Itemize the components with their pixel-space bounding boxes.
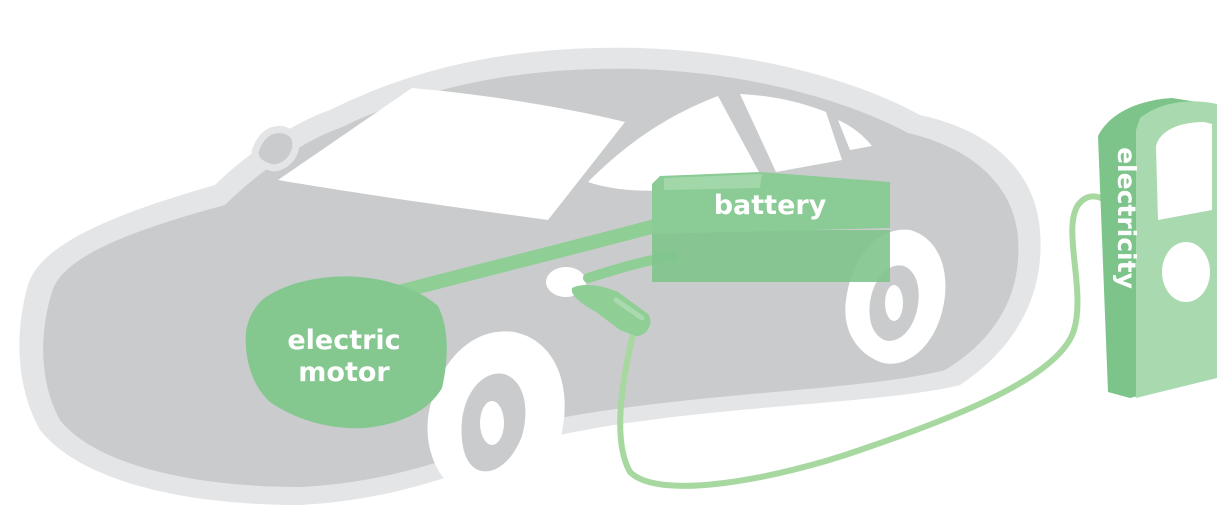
station-label: electricity <box>1112 147 1141 289</box>
car-mirror <box>251 125 300 172</box>
battery-bottom <box>652 230 890 282</box>
battery-label: battery <box>714 190 827 221</box>
charging-station-icon: electricity <box>1098 98 1217 398</box>
battery-pack-icon: battery <box>652 172 890 282</box>
plug-body <box>571 285 651 336</box>
station-screen <box>1156 122 1212 220</box>
charging-plug-icon <box>571 193 1111 489</box>
plug-grip <box>613 297 645 321</box>
front-wheel-icon <box>427 331 565 505</box>
side-window-front <box>588 96 760 191</box>
station-socket <box>1162 242 1210 302</box>
charging-cable <box>617 193 1111 489</box>
motor-label-line2: motor <box>298 357 390 388</box>
motor-shape <box>245 276 447 429</box>
car-windows <box>278 88 872 220</box>
rear-window-corner <box>838 120 872 150</box>
windshield <box>278 88 625 220</box>
side-window-rear <box>740 94 842 172</box>
motor-label-line1: electric <box>287 325 400 356</box>
battery-top-highlight <box>664 174 762 190</box>
electric-motor-icon: electric motor <box>245 276 447 429</box>
